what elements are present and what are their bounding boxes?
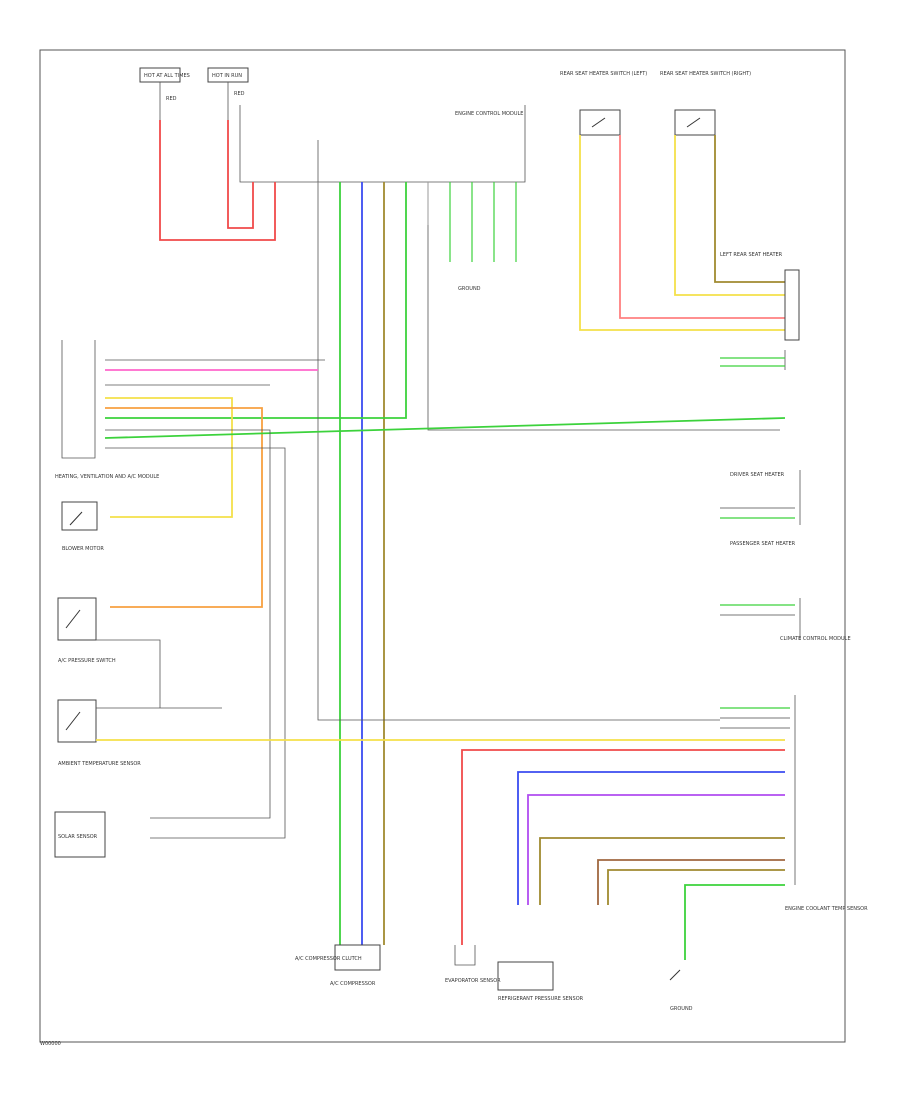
ecm-pins: GROUND [317,182,517,292]
pink-wire-rs2 [619,135,785,319]
white-wire [317,262,720,721]
rear-switch-right: REAR SEAT HEATER SWITCH (RIGHT) [660,71,751,136]
svg-text:HOT IN RUN: HOT IN RUN [212,73,242,79]
red-wire-2 [227,120,254,229]
engine-control-module: ENGINE COOLANT TEMP SENSOR [720,695,868,912]
svg-text:SOLAR SENSOR: SOLAR SENSOR [58,834,98,840]
hvac-module: HEATING, VENTILATION AND A/C MODULE [55,340,159,480]
olive-wire-rs4 [714,135,785,283]
solar-sensor: SOLAR SENSOR [54,811,106,858]
svg-text:DRIVER SEAT HEATER: DRIVER SEAT HEATER [730,472,785,478]
switch-block-1: BLOWER MOTOR [61,501,104,552]
hvac-green-wire-2 [104,417,786,439]
svg-text:REFRIGERANT PRESSURE SENSOR: REFRIGERANT PRESSURE SENSOR [498,996,584,1002]
climate-connector: CLIMATE CONTROL MODULE [720,598,851,642]
svg-text:LEFT REAR SEAT HEATER: LEFT REAR SEAT HEATER [720,252,783,258]
svg-text:A/C COMPRESSOR CLUTCH: A/C COMPRESSOR CLUTCH [295,956,362,962]
svg-text:RED: RED [234,91,245,97]
yellow-wire-rs3 [674,135,785,296]
violet-wire-ecm [527,794,785,905]
driver-seat-connector: DRIVER SEAT HEATER [720,470,801,525]
hvac-lower-wire [105,447,286,839]
svg-text:HEATING, VENTILATION AND A/C M: HEATING, VENTILATION AND A/C MODULE [55,474,159,480]
gray-wire [427,225,780,431]
yellow-wire-rs1 [579,135,785,331]
fuse-block-right: HOT IN RUN RED [207,67,249,120]
svg-text:AMBIENT TEMPERATURE SENSOR: AMBIENT TEMPERATURE SENSOR [58,761,141,767]
red-wire-1 [159,120,276,241]
rear-switch-left: REAR SEAT HEATER SWITCH (LEFT) [560,71,647,136]
svg-text:A/C COMPRESSOR: A/C COMPRESSOR [330,981,376,987]
svg-text:EVAPORATOR SENSOR: EVAPORATOR SENSOR [445,978,501,984]
diagram-frame [39,49,846,1043]
svg-text:GROUND: GROUND [670,1006,693,1012]
switch-block-2: A/C PRESSURE SWITCH [57,597,161,708]
fuse-block-left: HOT AT ALL TIMES RED [139,67,190,120]
svg-text:GROUND: GROUND [458,286,481,292]
passenger-seat-label: PASSENGER SEAT HEATER [730,541,796,547]
svg-text:ENGINE COOLANT TEMP SENSOR: ENGINE COOLANT TEMP SENSOR [785,906,868,912]
hvac-lower-wire-2 [105,429,271,819]
refrigerant-sensor: REFRIGERANT PRESSURE SENSOR [497,961,584,1002]
brown-wire-ecm [597,859,785,905]
svg-text:RED: RED [166,96,177,102]
figure-id: W00000 [40,1041,61,1047]
svg-text:ENGINE CONTROL MODULE: ENGINE CONTROL MODULE [455,111,523,117]
hvac-orange-wire [105,407,263,608]
blue-wire-ecm [517,771,785,905]
olive-wire-ecm [539,837,785,905]
ground-switch: GROUND [669,969,693,1012]
svg-text:A/C PRESSURE SWITCH: A/C PRESSURE SWITCH [58,658,116,664]
olive-wire-ecm-2 [607,869,785,905]
red-wire-ecm [461,749,785,945]
svg-text:REAR SEAT HEATER SWITCH (LEFT): REAR SEAT HEATER SWITCH (LEFT) [560,71,647,77]
switch-block-3: AMBIENT TEMPERATURE SENSOR [57,699,141,767]
svg-text:BLOWER MOTOR: BLOWER MOTOR [62,546,104,552]
ac-compressor: A/C COMPRESSOR A/C COMPRESSOR CLUTCH [295,944,381,987]
svg-text:REAR SEAT HEATER SWITCH (RIGHT: REAR SEAT HEATER SWITCH (RIGHT) [660,71,751,77]
lh-rear-heater: LEFT REAR SEAT HEATER [720,252,800,370]
svg-text:HOT AT ALL TIMES: HOT AT ALL TIMES [144,73,190,79]
green-wire-top [105,182,407,419]
hvac-yellow-wire [105,397,233,518]
ecm-box: ENGINE CONTROL MODULE [239,105,526,183]
green-wire-ecm [684,884,785,960]
svg-text:CLIMATE CONTROL MODULE: CLIMATE CONTROL MODULE [780,636,851,642]
evap-sensor: EVAPORATOR SENSOR [445,945,501,984]
